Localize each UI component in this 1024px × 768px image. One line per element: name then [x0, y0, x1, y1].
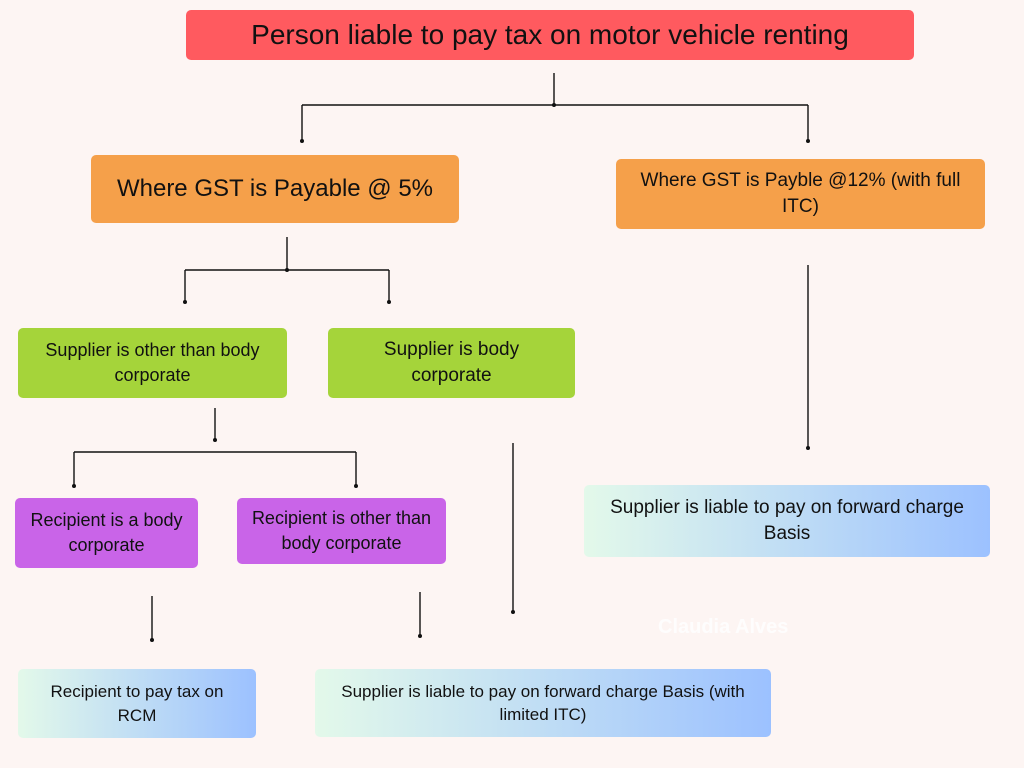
connector-dot: [511, 610, 515, 614]
connector-dot: [354, 484, 358, 488]
node-gst-5-percent: Where GST is Payable @ 5%: [91, 155, 459, 223]
connector-dot: [806, 139, 810, 143]
connector-dot: [150, 638, 154, 642]
connector-dot: [285, 268, 289, 272]
node-supplier-other-than-body-corporate: Supplier is other than body corporate: [18, 328, 287, 398]
outcome-forward-charge-full: Supplier is liable to pay on forward cha…: [584, 485, 990, 557]
diagram-title: Person liable to pay tax on motor vehicl…: [186, 10, 914, 60]
outcome-forward-charge-limited-itc: Supplier is liable to pay on forward cha…: [315, 669, 771, 737]
node-recipient-body-corporate: Recipient is a body corporate: [15, 498, 198, 568]
outcome-recipient-rcm: Recipient to pay tax on RCM: [18, 669, 256, 738]
connector-dot: [418, 634, 422, 638]
node-supplier-body-corporate: Supplier is body corporate: [328, 328, 575, 398]
connector-dot: [213, 438, 217, 442]
connector-dot: [72, 484, 76, 488]
connector-dot: [552, 103, 556, 107]
connector-dot: [806, 446, 810, 450]
node-gst-12-percent: Where GST is Payble @12% (with full ITC): [616, 159, 985, 229]
connector-dot: [387, 300, 391, 304]
node-recipient-other-than-body-corporate: Recipient is other than body corporate: [237, 498, 446, 564]
watermark-text: Claudia Alves: [658, 616, 789, 638]
connector-dot: [183, 300, 187, 304]
connector-dot: [300, 139, 304, 143]
